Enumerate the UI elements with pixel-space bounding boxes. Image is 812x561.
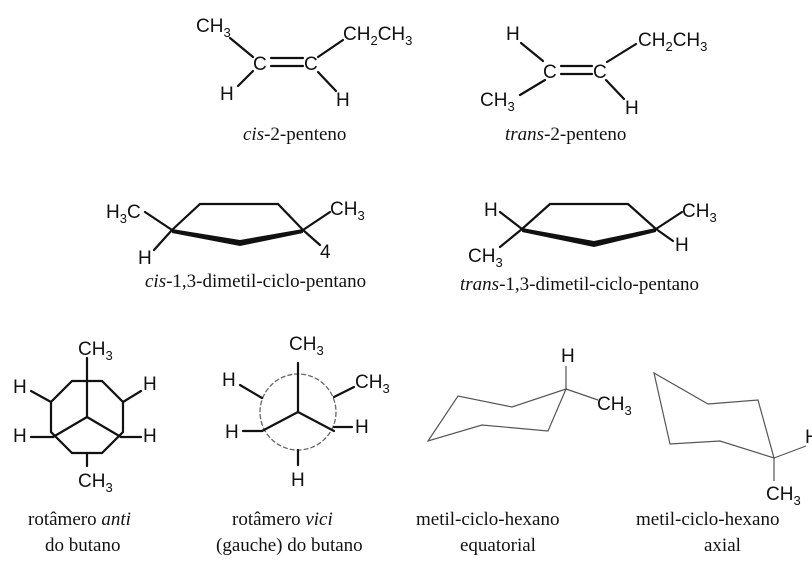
- atom-h: H: [561, 346, 575, 367]
- caption-anti-line2: do butano: [45, 535, 120, 556]
- atom-h: H: [355, 417, 369, 438]
- bond: [654, 227, 675, 243]
- atom-h: H: [484, 200, 498, 221]
- ring-front-wedge: [172, 229, 303, 246]
- bond: [143, 210, 174, 232]
- bond: [316, 38, 345, 59]
- bond: [654, 210, 684, 231]
- atom-ch2ch3: CH2CH3: [638, 30, 707, 54]
- atom-h: H: [291, 470, 305, 491]
- atom-h: H: [506, 24, 520, 45]
- caption-axial-line2: axial: [704, 535, 741, 556]
- atom-h: H: [143, 374, 157, 395]
- bond: [519, 41, 545, 63]
- atom-h: H: [143, 426, 157, 447]
- bond: [296, 410, 336, 433]
- bond: [51, 415, 89, 439]
- bond: [565, 388, 599, 401]
- caption-anti-line1: rotâmero anti: [28, 509, 131, 530]
- chair-ring: [426, 388, 568, 443]
- bond: [518, 78, 547, 97]
- ring-back: [170, 202, 305, 232]
- caption-gauche-line2: (gauche) do butano: [216, 535, 363, 556]
- bond: [605, 42, 638, 64]
- newman-gauche: CH3 H CH3 H H H rotâmero vici (gauche) d…: [216, 334, 390, 556]
- atom-h: H: [675, 235, 689, 256]
- bond: [773, 445, 807, 459]
- bond: [604, 78, 626, 101]
- bond: [498, 227, 524, 249]
- atom-ch3: CH3: [196, 16, 231, 40]
- atom-h: H: [222, 370, 236, 391]
- atom-h: H: [13, 377, 27, 398]
- caption-trans-dimethylcyclopentane: trans-1,3-dimetil-ciclo-pentano: [460, 274, 699, 295]
- bond: [85, 415, 123, 439]
- atom-c: C: [304, 54, 318, 75]
- atom-ch3: CH3: [468, 246, 503, 270]
- bond: [121, 389, 143, 404]
- methylcyclohexane-equatorial: H CH3 metil-ciclo-hexano equatorial: [416, 346, 632, 556]
- atom-ch3: CH3: [289, 334, 324, 358]
- bond: [498, 210, 524, 231]
- atom-ch3: CH3: [330, 199, 365, 223]
- bond: [236, 69, 255, 88]
- methylcyclohexane-axial: H CH3 metil-ciclo-hexano axial: [636, 371, 812, 556]
- ring-front-wedge: [522, 228, 656, 247]
- bond: [332, 385, 356, 399]
- newman-circle: [49, 379, 125, 455]
- bond: [238, 383, 264, 400]
- caption-equatorial-line2: equatorial: [460, 535, 536, 556]
- atom-h: H: [13, 426, 27, 447]
- caption-cis-2-pentene: cis-2-penteno: [243, 124, 346, 145]
- atom-h: H: [138, 248, 152, 269]
- atom-c: C: [543, 62, 557, 83]
- caption-gauche-line1: rotâmero vici: [232, 509, 333, 530]
- atom-ch3: CH3: [78, 471, 113, 495]
- caption-axial-line1: metil-ciclo-hexano: [636, 509, 780, 530]
- atom-h: H: [805, 427, 812, 448]
- newman-anti: CH3 H H H H CH3 rotâmero anti do butano: [13, 339, 157, 556]
- trans-2-pentene: H C C CH2CH3 CH3 H trans-2-penteno: [480, 24, 707, 145]
- bond: [260, 410, 300, 433]
- ring-back: [520, 202, 658, 231]
- bond: [152, 228, 174, 252]
- atom-h: H: [625, 98, 639, 119]
- bond: [301, 228, 322, 247]
- atom-c: C: [593, 62, 607, 83]
- bond: [228, 36, 255, 59]
- atom-ch3: CH3: [766, 484, 801, 508]
- atom-h: H: [220, 84, 234, 105]
- chair-ring: [653, 371, 775, 459]
- cis-2-pentene: CH3 C C CH2CH3 H H cis-2-penteno: [196, 16, 412, 145]
- caption-equatorial-line1: metil-ciclo-hexano: [416, 509, 560, 530]
- atom-ch3: CH3: [682, 201, 717, 225]
- atom-h: H: [336, 90, 350, 111]
- atom-ch3: CH3: [355, 372, 390, 396]
- atom-c: C: [253, 54, 267, 75]
- caption-trans-2-pentene: trans-2-penteno: [505, 124, 626, 145]
- atom-ch3: CH3: [480, 90, 515, 114]
- trans-dimethylcyclopentane: H CH3 CH3 H trans-1,3-dimetil-ciclo-pent…: [460, 200, 717, 295]
- atom-h: H: [225, 422, 239, 443]
- cis-dimethylcyclopentane: H3C H CH3 4 cis-1,3-dimetil-ciclo-pentan…: [106, 199, 366, 292]
- atom-ch3: CH3: [78, 339, 113, 363]
- caption-cis-dimethylcyclopentane: cis-1,3-dimetil-ciclo-pentano: [145, 271, 366, 292]
- atom-ch2ch3: CH2CH3: [343, 24, 412, 48]
- locant: 4: [320, 242, 331, 263]
- atom-ch3: CH3: [597, 394, 632, 418]
- bond: [29, 389, 53, 404]
- atom-h3c: H3C: [106, 202, 141, 226]
- bond: [316, 70, 338, 93]
- bond: [301, 210, 332, 232]
